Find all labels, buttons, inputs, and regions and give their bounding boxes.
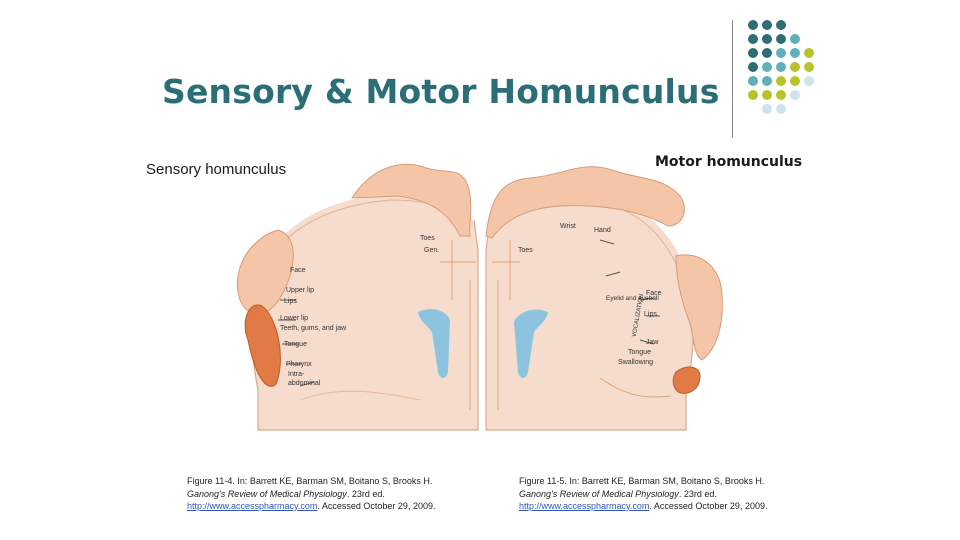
sensory-label-pharynx: Pharynx [286,361,312,368]
caption-book-line: Ganong's Review of Medical Physiology. 2… [519,488,799,501]
title-divider [732,20,733,138]
sensory-label-face: Face [290,267,306,274]
motor-label-wrist: Wrist [560,223,576,230]
sensory-label-upper-lip: Upper lip [286,287,314,294]
caption-edition: . 23rd ed. [679,489,717,499]
sensory-label-lips: Lips [284,298,297,305]
dot [804,76,814,86]
motor-figure-caption: Figure 11-5. In: Barrett KE, Barman SM, … [519,475,799,513]
caption-book-line: Ganong's Review of Medical Physiology. 2… [187,488,467,501]
motor-label-jaw: Jaw [646,339,659,346]
caption-link-line: http://www.accesspharmacy.com. Accessed … [187,500,467,513]
slide-title: Sensory & Motor Homunculus [162,72,720,111]
motor-label-tongue: Tongue [628,349,651,356]
caption-book-title: Ganong's Review of Medical Physiology [519,489,679,499]
dot [762,20,772,30]
caption-citation: Figure 11-5. In: Barrett KE, Barman SM, … [519,475,799,488]
dot [790,34,800,44]
dot [790,90,800,100]
dot [748,62,758,72]
caption-accessed: . Accessed October 29, 2009. [317,501,435,511]
dot [748,90,758,100]
dot [762,76,772,86]
caption-edition: . 23rd ed. [347,489,385,499]
dot [790,62,800,72]
dot [804,62,814,72]
dot [762,90,772,100]
dot [762,48,772,58]
caption-citation: Figure 11-4. In: Barrett KE, Barman SM, … [187,475,467,488]
dot [762,62,772,72]
motor-label-hand: Hand [594,227,611,234]
sensory-label-tongue: Tongue [284,341,307,348]
dot [776,62,786,72]
motor-label-toes: Toes [518,247,533,254]
dot [804,48,814,58]
homunculus-figure: Face Lips Lower lip Teeth, gums, and jaw… [140,152,810,437]
dot [776,76,786,86]
decorative-dot-grid [740,14,840,124]
dot [762,34,772,44]
dot [790,76,800,86]
sensory-label-intra: Intra- [288,371,305,378]
dot [776,90,786,100]
sensory-label-abdominal: abdominal [288,380,321,387]
sensory-label-gen: Gen. [424,247,439,254]
dot [748,20,758,30]
dot [748,34,758,44]
sensory-hemisphere [237,164,478,430]
caption-link[interactable]: http://www.accesspharmacy.com [519,501,649,511]
caption-book-title: Ganong's Review of Medical Physiology [187,489,347,499]
sensory-label-lower-lip: Lower lip [280,315,308,322]
dot [776,48,786,58]
sensory-label-teeth: Teeth, gums, and jaw [280,325,347,332]
dot [776,20,786,30]
sensory-label-toes: Toes [420,235,435,242]
caption-link-line: http://www.accesspharmacy.com. Accessed … [519,500,799,513]
dot [748,76,758,86]
motor-label-swallowing: Swallowing [618,359,653,366]
dot [748,48,758,58]
caption-link[interactable]: http://www.accesspharmacy.com [187,501,317,511]
caption-accessed: . Accessed October 29, 2009. [649,501,767,511]
dot [776,34,786,44]
dot [776,104,786,114]
dot [790,48,800,58]
motor-hemisphere [486,167,722,430]
sensory-figure-caption: Figure 11-4. In: Barrett KE, Barman SM, … [187,475,467,513]
motor-label-lips: Lips [644,311,657,318]
motor-label-face: Face [646,290,662,297]
dot [762,104,772,114]
